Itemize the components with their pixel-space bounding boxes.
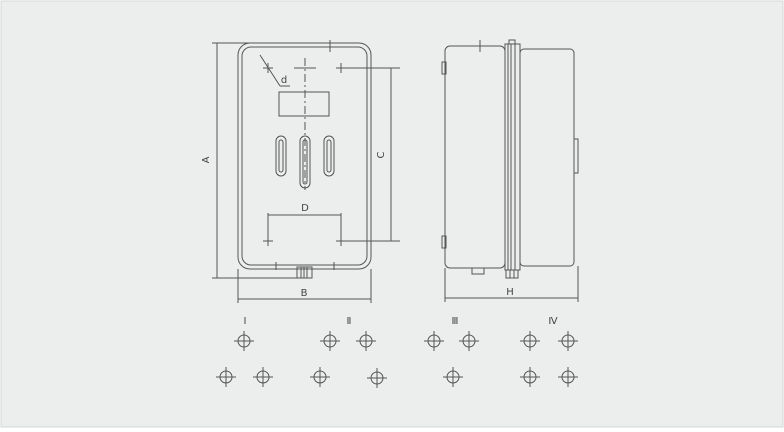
mounting-hole-icon [520,367,540,387]
mounting-hole-icon [558,367,578,387]
d-leader-line [259,54,281,87]
mounting-hole-icon [310,367,330,387]
side-bottom-screw [505,269,519,279]
mounting-hole-icon [520,331,540,351]
pattern-labels: Ⅰ Ⅱ Ⅲ Ⅳ [244,316,559,327]
mounting-hole-icon [320,331,340,351]
mounting-hole-icon [459,331,479,351]
mounting-hole-icon [356,331,376,351]
mounting-hole-icon [253,367,273,387]
front-view [212,40,400,303]
dim-c-label: C [376,151,387,158]
mounting-hole-icon [558,331,578,351]
hole-patterns [216,331,578,388]
mounting-hole-icon [234,331,254,351]
knockout-slot-center [299,135,311,189]
knockout-slot-left-inner [278,139,284,173]
display-window [278,91,330,117]
pattern-label-3: Ⅲ [452,316,459,327]
dim-h-label: H [506,287,514,298]
side-tab-bottom [441,235,447,249]
mounting-hole-icon [216,367,236,387]
side-top-lug [508,39,516,45]
knockout-slot-center-inner [302,139,308,185]
mounting-hole-icon [443,367,463,387]
side-bottom-gland [471,267,485,275]
side-view [441,39,579,302]
enclosure-inner-outline [241,46,368,266]
dim-d-small-label: d [281,75,287,86]
knockout-slot-right-inner [326,139,332,173]
pattern-label-2: Ⅱ [347,316,352,327]
dim-a-label: A [201,156,212,163]
pattern-label-4: Ⅳ [548,316,558,327]
knockout-slot-right [323,135,335,177]
knockout-slot-left [275,135,287,177]
mounting-hole-icon [367,368,387,388]
dim-b-label: B [301,288,308,299]
mounting-hole-icon [424,331,444,351]
pattern-label-1: Ⅰ [244,316,247,327]
side-tab-top [441,61,447,75]
side-hinge [573,138,579,174]
dim-d-large-label: D [301,203,309,214]
